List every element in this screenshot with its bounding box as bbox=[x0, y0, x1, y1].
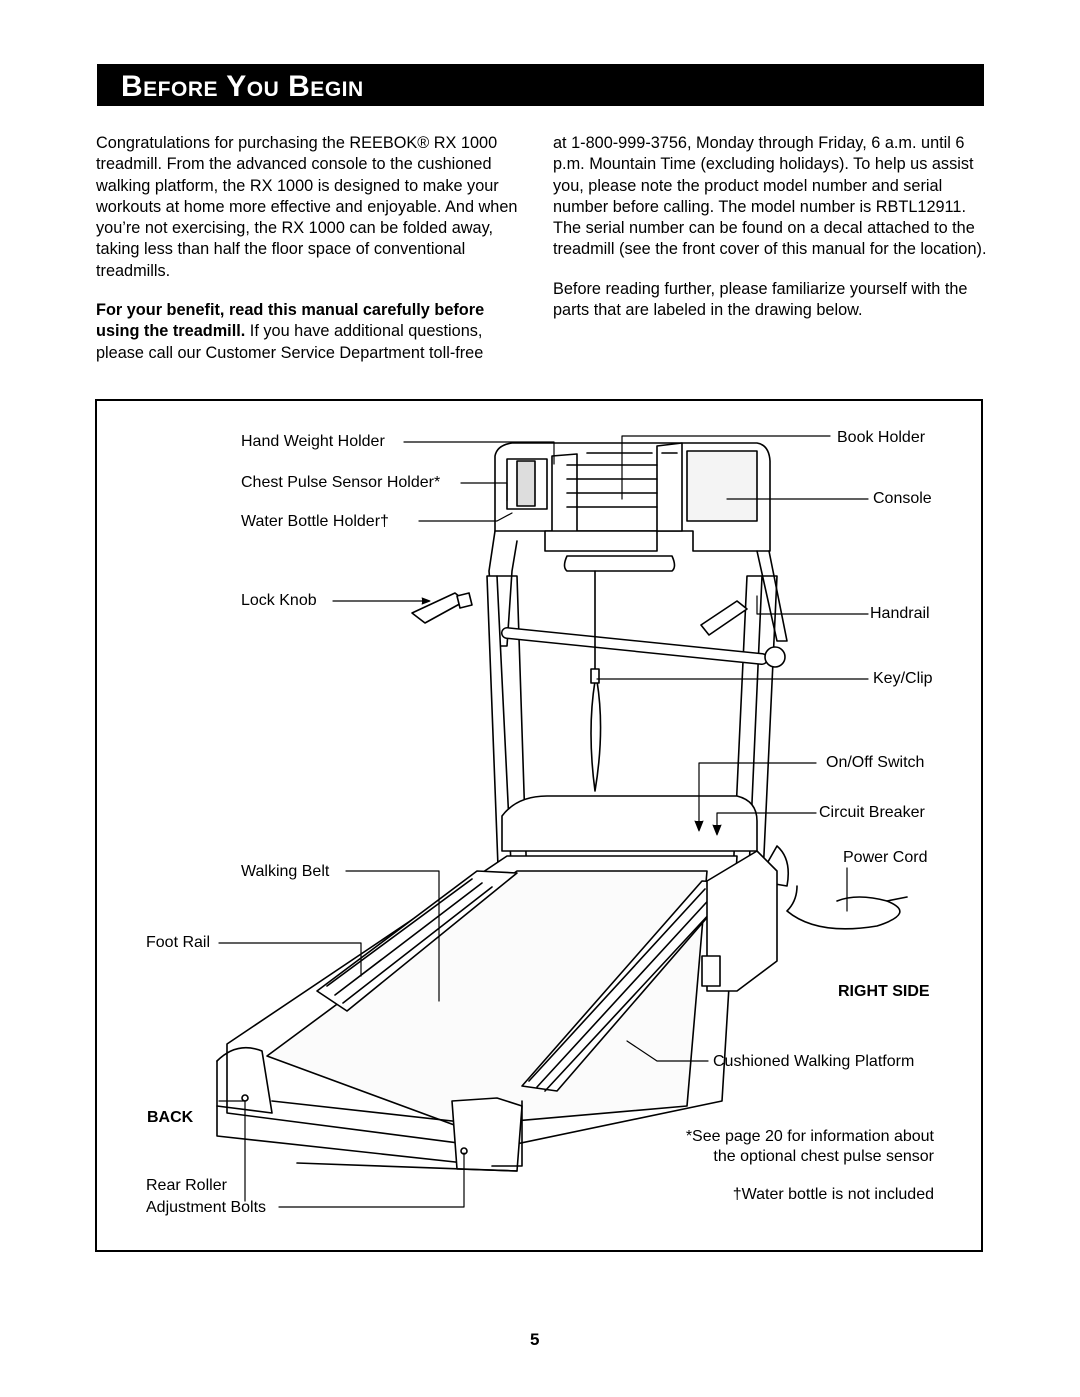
intro-emphasis: For your benefit, read this manual caref… bbox=[96, 301, 485, 341]
intro-paragraph-4: Before reading further, please familiari… bbox=[553, 279, 968, 320]
label-water-bottle-holder: Water Bottle Holder† bbox=[241, 513, 389, 530]
label-cushioned-walking-platform: Cushioned Walking Platform bbox=[713, 1053, 915, 1070]
label-rear-roller-line1: Rear Roller bbox=[146, 1177, 227, 1194]
intro-paragraph-2-rest: If you have additional questions, please… bbox=[96, 322, 484, 362]
label-console: Console bbox=[873, 490, 932, 507]
label-foot-rail: Foot Rail bbox=[146, 934, 211, 951]
note-chest-sensor-line1: *See page 20 for information about bbox=[685, 1128, 934, 1145]
intro-paragraph-1: Congratulations for purchasing the REEBO… bbox=[96, 134, 518, 280]
page-number: 5 bbox=[530, 1330, 540, 1349]
label-chest-pulse-sensor-holder: Chest Pulse Sensor Holder* bbox=[241, 474, 441, 491]
section-title: Before You Begin bbox=[121, 70, 364, 103]
treadmill-diagram: Hand Weight Holder Chest Pulse Sensor Ho… bbox=[95, 399, 983, 1252]
intro-left-column: Congratulations for purchasing the REEBO… bbox=[96, 133, 526, 382]
label-right-side: RIGHT SIDE bbox=[838, 983, 930, 1000]
label-key-clip: Key/Clip bbox=[873, 670, 933, 687]
label-adjustment-bolts-line2: Adjustment Bolts bbox=[146, 1199, 267, 1216]
label-power-cord: Power Cord bbox=[843, 849, 928, 866]
intro-paragraph-3: at 1-800-999-3756, Monday through Friday… bbox=[553, 134, 987, 259]
label-on-off-switch: On/Off Switch bbox=[826, 754, 925, 771]
intro-paragraph-2: For your benefit, read this manual caref… bbox=[96, 300, 526, 364]
note-chest-sensor-line2: the optional chest pulse sensor bbox=[713, 1148, 934, 1165]
treadmill-illustration bbox=[216, 435, 908, 1208]
label-hand-weight-holder: Hand Weight Holder bbox=[241, 433, 385, 450]
label-lock-knob: Lock Knob bbox=[241, 592, 317, 609]
label-book-holder: Book Holder bbox=[837, 429, 926, 446]
section-title-bar: Before You Begin bbox=[97, 64, 984, 106]
intro-right-column: at 1-800-999-3756, Monday through Friday… bbox=[553, 133, 987, 339]
label-handrail: Handrail bbox=[870, 605, 930, 622]
label-back: BACK bbox=[147, 1109, 194, 1126]
label-walking-belt: Walking Belt bbox=[241, 863, 330, 880]
label-circuit-breaker: Circuit Breaker bbox=[819, 804, 925, 821]
note-water-bottle: †Water bottle is not included bbox=[732, 1186, 934, 1203]
